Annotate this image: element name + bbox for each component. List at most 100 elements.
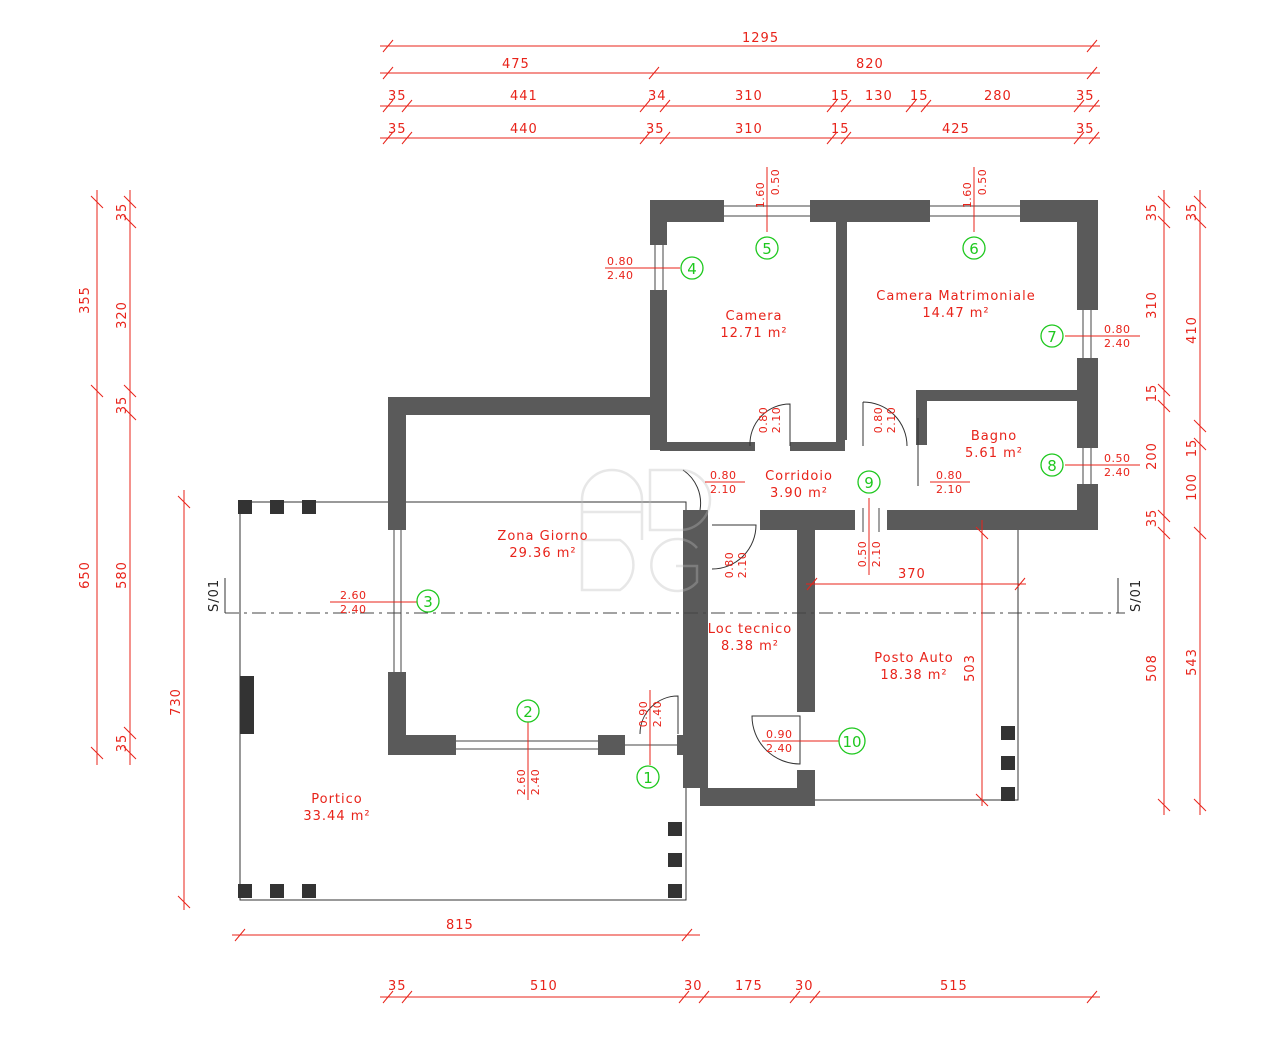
dim-left-outer: 650 bbox=[78, 561, 93, 589]
opening-4-w: 0.80 bbox=[607, 255, 634, 268]
opening-7-w: 0.80 bbox=[1104, 323, 1131, 336]
dim-top-r4: 35 bbox=[646, 122, 665, 137]
posto-auto-dims: 370 503 bbox=[806, 520, 1026, 807]
marker-5: 5 bbox=[755, 236, 779, 260]
opening-1-w: 0.90 bbox=[637, 701, 650, 728]
opening-10-w: 0.90 bbox=[766, 728, 793, 741]
dim-right-outer: 100 bbox=[1185, 473, 1200, 501]
dim-top-r3: 35 bbox=[1076, 89, 1095, 104]
watermark-logo bbox=[580, 468, 712, 593]
dim-left-inner: 35 bbox=[115, 734, 130, 753]
room-area-posto-auto: 18.38 m² bbox=[880, 668, 947, 683]
dim-right-inner: 200 bbox=[1145, 442, 1160, 470]
dim-left-portico: 730 bbox=[169, 688, 184, 716]
room-labels: Camera 12.71 m² Camera Matrimoniale 14.4… bbox=[303, 289, 1035, 824]
opening-1-h: 2.40 bbox=[651, 701, 664, 728]
dim-left-inner: 35 bbox=[115, 396, 130, 415]
dim-bottom: 510 bbox=[530, 979, 558, 994]
dim-left-inner: 320 bbox=[115, 301, 130, 329]
dim-right-inner: 35 bbox=[1145, 203, 1160, 222]
marker-1: 1 bbox=[636, 765, 660, 789]
dim-top-right: 820 bbox=[856, 57, 884, 72]
opening-5-h: 0.50 bbox=[769, 169, 782, 196]
svg-text:7: 7 bbox=[1047, 328, 1057, 346]
room-area-zona-giorno: 29.36 m² bbox=[509, 546, 576, 561]
dim-right-outer: 543 bbox=[1185, 648, 1200, 676]
room-area-portico: 33.44 m² bbox=[303, 809, 370, 824]
opening-2-h: 2.40 bbox=[529, 769, 542, 796]
room-area-loc-tecnico: 8.38 m² bbox=[721, 639, 779, 654]
room-name-posto-auto: Posto Auto bbox=[874, 651, 953, 666]
portico-pillars bbox=[238, 500, 1015, 898]
door-bagno-h: 2.10 bbox=[936, 483, 963, 496]
left-dimensions: 355 650 35 320 35 580 35 730 bbox=[78, 190, 191, 910]
dim-posto-auto-width: 370 bbox=[898, 567, 926, 582]
dim-left-inner: 580 bbox=[115, 561, 130, 589]
room-area-camera: 12.71 m² bbox=[720, 326, 787, 341]
room-area-bagno: 5.61 m² bbox=[965, 446, 1023, 461]
door-zona-giorno-h: 2.10 bbox=[710, 483, 737, 496]
dim-top-total: 1295 bbox=[742, 31, 779, 46]
svg-text:1: 1 bbox=[643, 769, 653, 787]
dim-right-inner: 508 bbox=[1145, 654, 1160, 682]
dim-top-r4: 35 bbox=[1076, 122, 1095, 137]
dim-top-r4: 35 bbox=[388, 122, 407, 137]
dim-top-r3: 310 bbox=[735, 89, 763, 104]
section-label-left: S/01 bbox=[207, 579, 222, 612]
room-name-portico: Portico bbox=[311, 792, 362, 807]
dim-top-r3: 15 bbox=[831, 89, 850, 104]
svg-text:6: 6 bbox=[969, 240, 979, 258]
dim-right-outer: 410 bbox=[1185, 316, 1200, 344]
door-matrimoniale-w: 0.80 bbox=[872, 407, 885, 434]
marker-7: 7 bbox=[1040, 324, 1064, 348]
dim-right-inner: 35 bbox=[1145, 509, 1160, 528]
dim-top-r3: 35 bbox=[388, 89, 407, 104]
opening-3-h: 2.40 bbox=[340, 603, 367, 616]
svg-text:2: 2 bbox=[523, 703, 533, 721]
opening-9-h: 2.10 bbox=[870, 541, 883, 568]
svg-text:3: 3 bbox=[423, 593, 433, 611]
room-area-corridoio: 3.90 m² bbox=[770, 486, 828, 501]
marker-4: 4 bbox=[680, 256, 704, 280]
window-openings bbox=[386, 198, 1100, 770]
marker-8: 8 bbox=[1040, 453, 1064, 477]
dim-bottom: 30 bbox=[684, 979, 703, 994]
dim-top-left: 475 bbox=[502, 57, 530, 72]
section-label-right: S/01 bbox=[1129, 579, 1144, 612]
opening-9-w: 0.50 bbox=[856, 541, 869, 568]
door-matrimoniale-h: 2.10 bbox=[885, 407, 898, 434]
room-name-corridoio: Corridoio bbox=[765, 469, 833, 484]
marker-9: 9 bbox=[857, 470, 881, 494]
dim-right-inner: 310 bbox=[1145, 291, 1160, 319]
dim-bottom: 35 bbox=[388, 979, 407, 994]
opening-6-h: 0.50 bbox=[976, 169, 989, 196]
marker-2: 2 bbox=[516, 699, 540, 723]
opening-6-w: 1.60 bbox=[961, 182, 974, 209]
dim-bottom-portico: 815 bbox=[446, 918, 474, 933]
room-name-camera: Camera bbox=[725, 309, 782, 324]
door-swings bbox=[639, 401, 919, 765]
marker-3: 3 bbox=[416, 589, 440, 613]
bottom-dimensions: 815 35 510 30 175 30 515 bbox=[232, 918, 1100, 1004]
right-dimensions: 35 310 15 200 35 508 35 410 15 100 543 bbox=[1145, 190, 1207, 815]
marker-10: 10 bbox=[838, 727, 866, 755]
door-loc-tecnico-w: 0.80 bbox=[723, 552, 736, 579]
room-name-camera-matrimoniale: Camera Matrimoniale bbox=[876, 289, 1035, 304]
opening-8-h: 2.40 bbox=[1104, 466, 1131, 479]
dim-top-r4: 15 bbox=[831, 122, 850, 137]
dim-right-outer: 35 bbox=[1185, 203, 1200, 222]
dim-top-r3: 15 bbox=[910, 89, 929, 104]
room-name-zona-giorno: Zona Giorno bbox=[497, 529, 588, 544]
dim-bottom: 30 bbox=[795, 979, 814, 994]
marker-6: 6 bbox=[962, 236, 986, 260]
dim-top-r3: 130 bbox=[865, 89, 893, 104]
svg-text:9: 9 bbox=[864, 474, 874, 492]
outdoor-outlines bbox=[238, 500, 1019, 901]
dim-left-outer: 355 bbox=[78, 286, 93, 314]
dim-top-r3: 34 bbox=[648, 89, 667, 104]
dim-bottom: 175 bbox=[735, 979, 763, 994]
opening-sizes: 1.60 0.50 1.60 0.50 0.80 2.40 0.80 2.40 … bbox=[330, 167, 1140, 800]
dim-top-r4: 440 bbox=[510, 122, 538, 137]
door-bagno-w: 0.80 bbox=[936, 469, 963, 482]
